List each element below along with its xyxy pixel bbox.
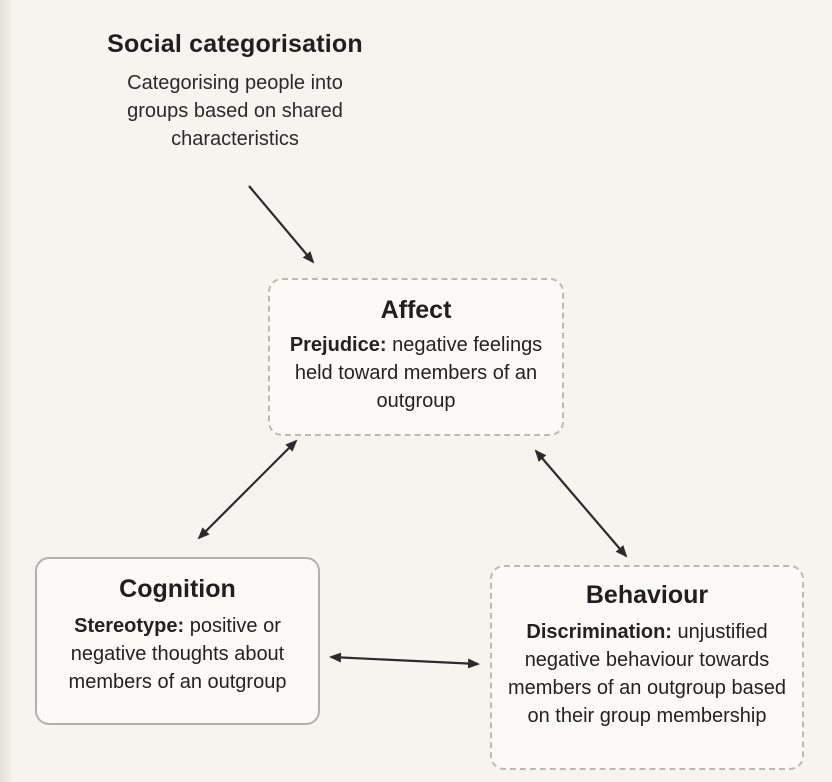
social-categorisation-header: Social categorisation Categorising peopl… <box>70 30 400 153</box>
behaviour-definition: unjustified negative behaviour towards m… <box>508 621 786 727</box>
behaviour-title: Behaviour <box>585 581 709 609</box>
affect-box: Affect Prejudice: negative feelings held… <box>268 278 564 436</box>
arrow-affect-behaviour <box>534 449 628 558</box>
cognition-definition: positive or negative thoughts about memb… <box>68 615 287 693</box>
affect-term: Prejudice: <box>289 334 387 356</box>
cognition-box: Cognition Stereotype: positive or negati… <box>35 557 320 725</box>
behaviour-term: Discrimination: <box>526 621 672 643</box>
behaviour-box: Behaviour Discrimination: unjustified ne… <box>490 565 804 770</box>
header-description: Categorising people into groups based on… <box>127 72 343 150</box>
cognition-term: Stereotype: <box>74 615 185 637</box>
affect-definition: negative feelings held toward members of… <box>294 334 543 412</box>
cognition-body: Stereotype: positive or negative thought… <box>37 612 318 696</box>
arrow-categorisation-to-affect <box>248 185 315 264</box>
affect-body: Prejudice: negative feelings held toward… <box>270 331 562 415</box>
behaviour-body: Discrimination: unjustified negative beh… <box>492 618 802 730</box>
scan-edge <box>0 0 14 782</box>
cognition-title: Cognition <box>119 575 236 603</box>
arrow-cognition-behaviour <box>329 652 480 669</box>
arrow-affect-cognition <box>197 439 298 540</box>
affect-title: Affect <box>380 296 452 324</box>
header-title: Social categorisation <box>107 30 363 58</box>
